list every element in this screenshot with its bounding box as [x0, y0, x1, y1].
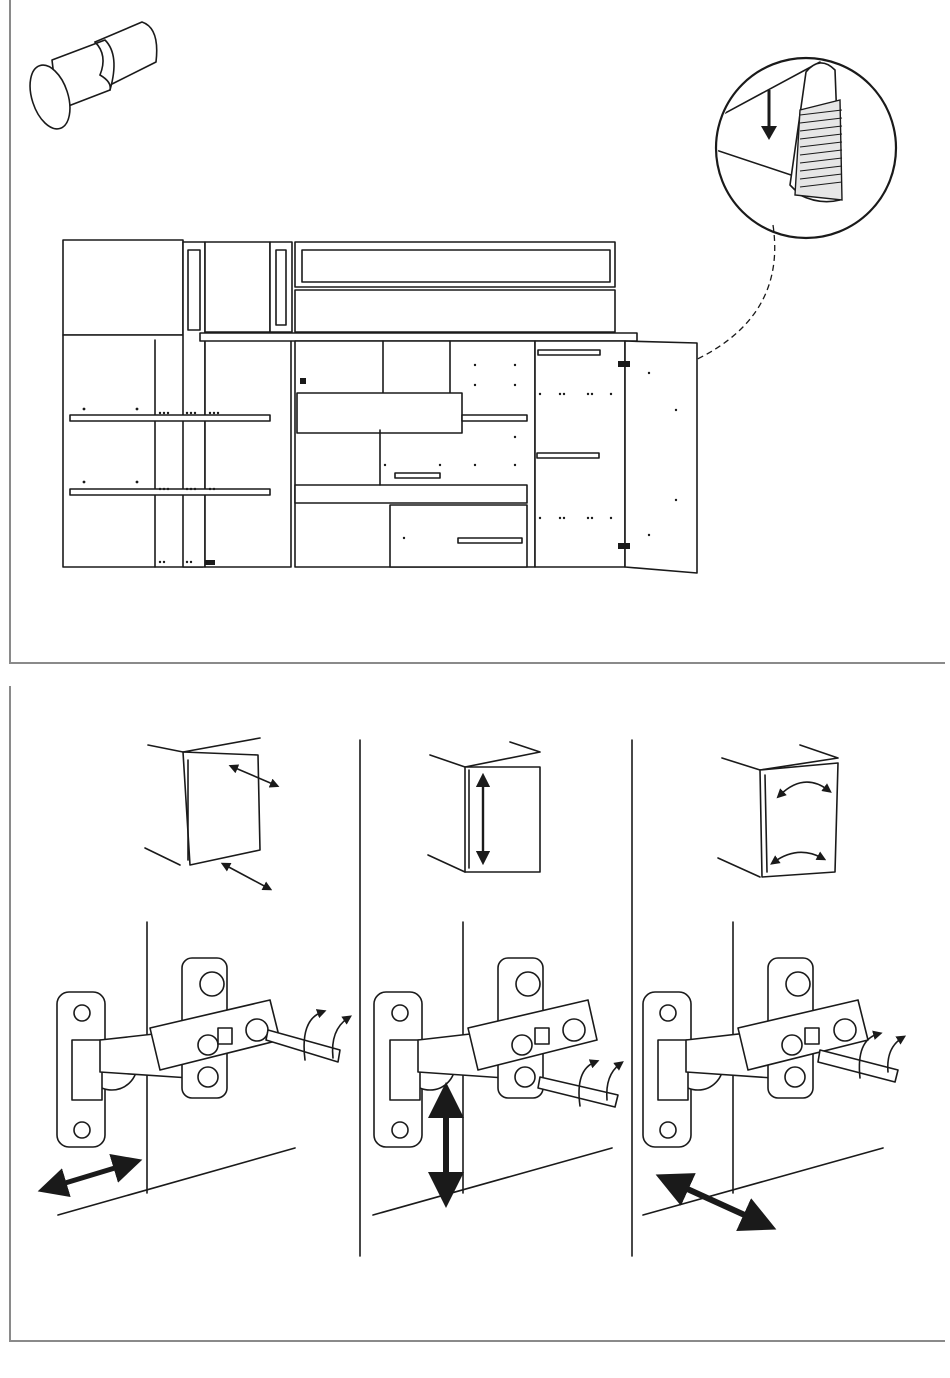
door-adjust-tilt: [718, 745, 838, 877]
hinge-adjust-height: [373, 922, 620, 1215]
door-adjust-depth: [145, 738, 275, 888]
door-adjust-height: [428, 742, 540, 872]
hinge-adjust-tilt: [643, 922, 902, 1222]
loft-bed-desk-unit: [63, 240, 697, 573]
handle-icon: [23, 22, 157, 134]
hinge-adjust-depth: [52, 922, 348, 1215]
